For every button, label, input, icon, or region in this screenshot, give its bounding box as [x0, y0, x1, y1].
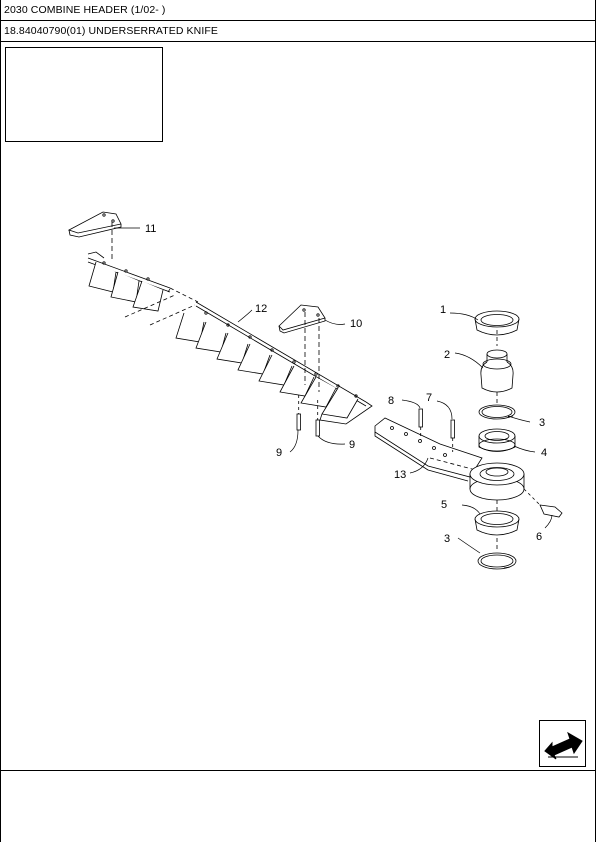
snap-ring-3-upper [478, 404, 516, 420]
header-title-bar: 2030 COMBINE HEADER (1/02- ) [0, 0, 596, 21]
callout-9-right: 9 [349, 439, 355, 451]
bolt-9b [315, 400, 320, 437]
bolt-7 [450, 419, 455, 452]
callout-5: 5 [441, 499, 447, 511]
next-page-arrow-icon [544, 731, 583, 760]
knife-head-arm-13 [374, 417, 483, 482]
callout-4: 4 [541, 447, 547, 459]
leader-lines [114, 227, 553, 554]
callout-10: 10 [350, 318, 362, 330]
callout-12: 12 [255, 303, 267, 315]
callout-3-lower: 3 [444, 533, 450, 545]
callout-13: 13 [394, 469, 406, 481]
callout-11: 11 [145, 223, 156, 235]
knife-head-housing [469, 462, 525, 501]
page-title: 2030 COMBINE HEADER (1/02- ) [4, 4, 166, 16]
page-subtitle: 18.84040790(01) UNDERSERRATED KNIFE [4, 25, 218, 37]
bearing-cup-5 [474, 510, 520, 536]
callout-2: 2 [444, 349, 450, 361]
knife-section-11 [67, 211, 122, 238]
bearing-4 [478, 428, 516, 452]
bolt-9a [296, 395, 301, 431]
bearing-cup-1 [474, 310, 520, 336]
footer-divider [0, 770, 596, 771]
callout-9-left: 9 [276, 447, 282, 459]
info-box [5, 47, 163, 142]
break-line [124, 294, 176, 318]
callout-6: 6 [536, 531, 542, 543]
callout-8: 8 [388, 395, 394, 407]
snap-ring-3-lower [477, 552, 517, 570]
grease-fitting-6 [523, 488, 563, 518]
knife-bar-left [87, 251, 171, 312]
callout-7: 7 [426, 392, 432, 404]
break-line [149, 304, 196, 326]
callout-1: 1 [440, 304, 446, 316]
break-line [169, 287, 199, 303]
next-page-arrow-icon[interactable] [539, 720, 586, 767]
header-subtitle-bar: 18.84040790(01) UNDERSERRATED KNIFE [0, 21, 596, 42]
knife-head-post-2 [480, 349, 514, 393]
callout-3-upper: 3 [539, 417, 545, 429]
knife-bar-12 [175, 301, 373, 425]
knife-section-10 [278, 304, 326, 334]
bolt-8 [418, 408, 423, 440]
